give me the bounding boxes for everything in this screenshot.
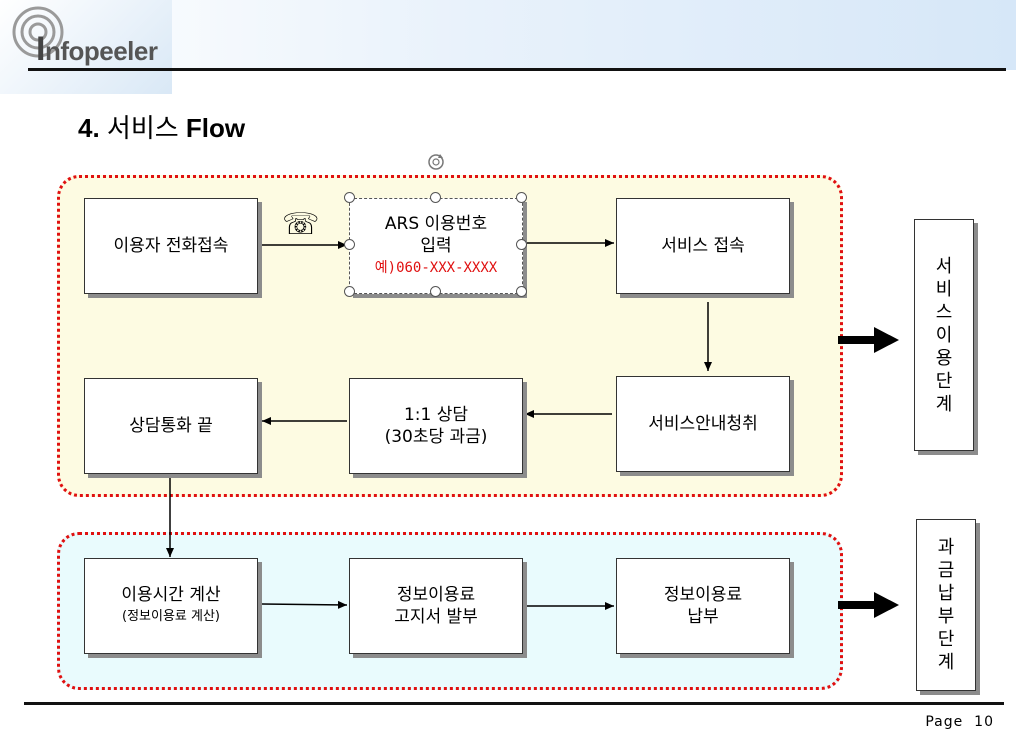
ars-input-box[interactable]: ARS 이용번호 입력 예)060-XXX-XXXX [349,198,523,294]
consult-box: 1:1 상담 (30초당 과금) [349,378,523,474]
arrow-usage-to-stage [838,327,899,353]
logo-text: Infopeeler [36,30,158,68]
page-number: Page 10 [925,714,994,730]
usage-stage-label: 서 비 스 이 용 단 계 [914,219,974,451]
rotate-handle-icon[interactable] [426,152,446,172]
logo-signal-icon [12,6,64,58]
call-connect-box: 이용자 전화접속 [84,198,258,294]
resize-handle-left[interactable] [344,239,355,250]
arrow-billing-to-stage [838,592,899,618]
billing-stage-label: 과 금 납 부 단 계 [916,519,976,691]
resize-handle-top-left[interactable] [344,192,355,203]
payment-box: 정보이용료 납부 [616,558,790,654]
page-title: 4. 서비스 Flow [78,113,246,143]
service-connect-box: 서비스 접속 [616,198,790,294]
resize-handle-top[interactable] [430,192,441,203]
footer-rule [24,702,1004,705]
service-guide-box: 서비스안내청취 [616,376,790,472]
logo: Infopeeler [0,0,172,94]
arrow-usage-time-to-bill [261,600,348,609]
resize-handle-bottom-left[interactable] [344,286,355,297]
usage-time-box: 이용시간 계산 (정보이용료 계산) [84,558,258,654]
resize-handle-bottom-right[interactable] [516,286,527,297]
header-rule [28,68,1006,71]
bill-issue-box: 정보이용료 고지서 발부 [349,558,523,654]
resize-handle-bottom[interactable] [430,286,441,297]
call-end-box: 상담통화 끝 [84,378,258,474]
resize-handle-right[interactable] [516,239,527,250]
phone-icon: ☏ [282,207,320,242]
resize-handle-top-right[interactable] [516,192,527,203]
